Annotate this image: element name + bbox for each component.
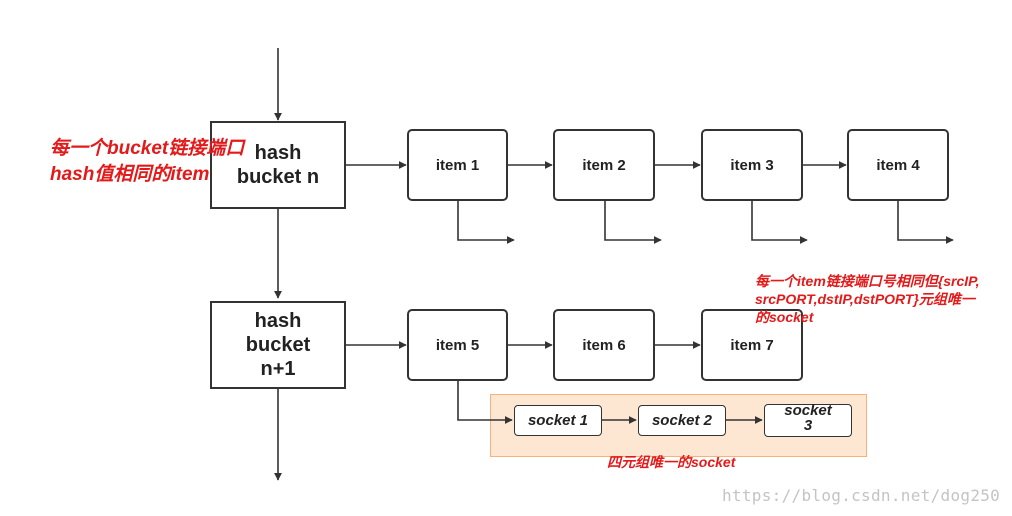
item-5-label: item 5 [435,336,480,354]
item4-branch-arrow [897,200,954,244]
item1-branch-arrow [457,200,515,244]
socket-1-label: socket 1 [527,412,589,429]
socket-1: socket 1 [514,405,602,436]
item-4: item 4 [847,129,949,201]
socket-2-label: socket 2 [651,413,713,428]
bucket-annotation: 每一个bucket链接端口hash值相同的item [50,138,245,185]
hash-bucket-n-plus-1: hash bucket n+1 [210,301,346,389]
item-3-label: item 3 [730,156,774,174]
item-7: item 7 [701,309,803,381]
socket-3: socket 3 [764,402,852,437]
watermark: https://blog.csdn.net/dog250 [722,486,1001,505]
item-6: item 6 [553,309,655,381]
item-7-label: item 7 [730,336,774,354]
hash-bucket-n-label: hash bucket n [236,142,320,188]
item5-to-socket1-arrow [457,380,513,424]
item3-branch-arrow [751,200,808,244]
hash-bucket-n-plus-1-label: hash bucket n+1 [245,310,311,380]
item-4-label: item 4 [876,156,920,174]
socket-2: socket 2 [638,405,726,436]
item-2: item 2 [553,129,655,201]
socket-3-label: socket 3 [784,402,832,434]
item2-branch-arrow [604,200,662,244]
item-2-label: item 2 [582,156,626,174]
item-6-label: item 6 [582,336,626,354]
item-5: item 5 [407,309,508,381]
item-1: item 1 [407,129,508,201]
item-annotation: 每一个item链接端口号相同但{srcIP,srcPORT,dstIP,dstP… [755,273,980,325]
item-3: item 3 [701,129,803,201]
item-1-label: item 1 [435,156,480,174]
hash-bucket-n: hash bucket n [210,121,346,209]
socket-annotation: 四元组唯一的socket [607,454,736,470]
